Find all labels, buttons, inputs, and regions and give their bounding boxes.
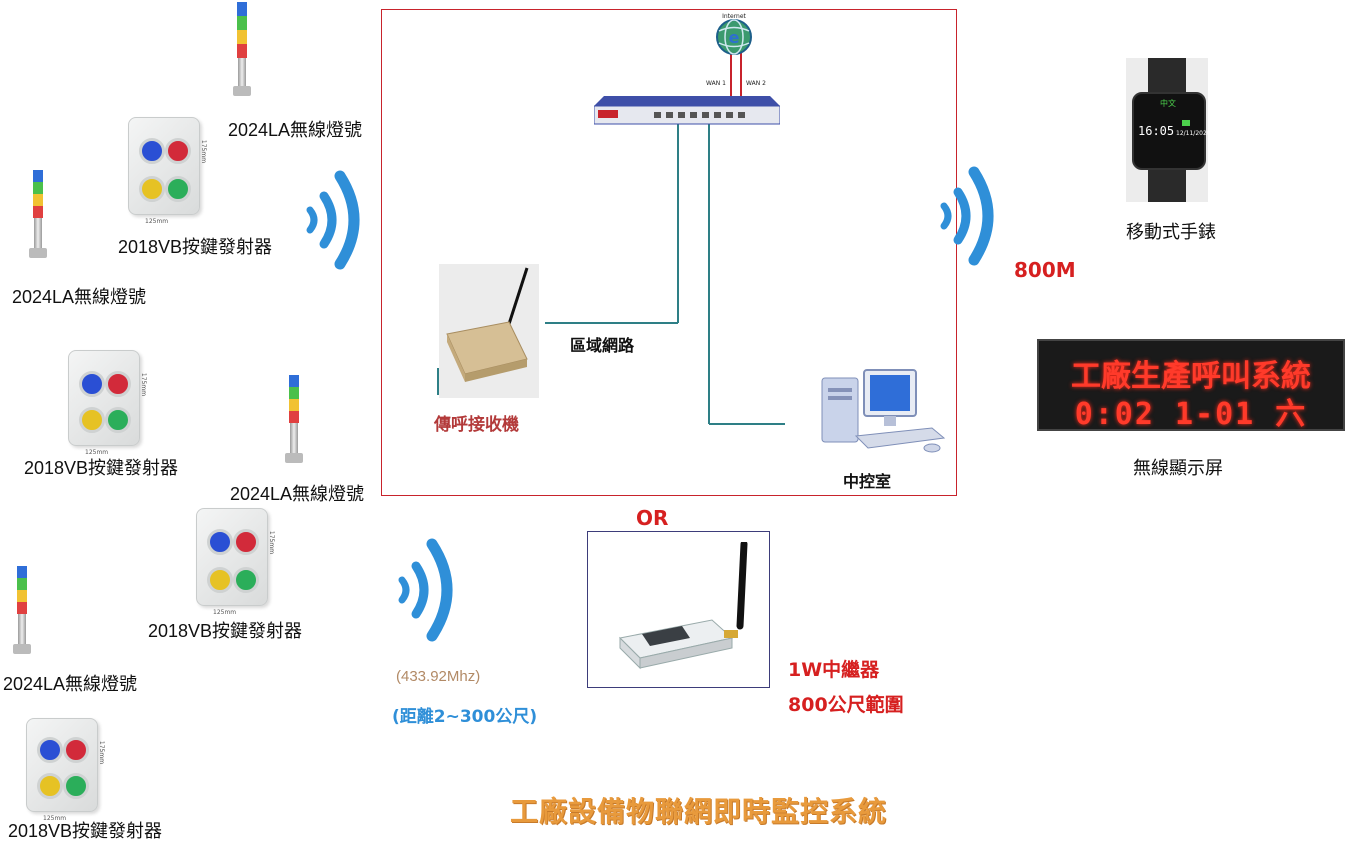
signal-tower-4 xyxy=(10,566,34,654)
button-box-4: 125mm 175mm xyxy=(26,718,105,822)
watch-label: 移動式手錶 xyxy=(1126,222,1216,242)
router-device: WAN 1 WAN 2 xyxy=(593,80,781,126)
internet-globe-icon: Internet e xyxy=(714,10,754,56)
wan1-label: WAN 1 xyxy=(706,80,726,87)
box-width-label: 125mm xyxy=(85,449,109,456)
watch-date: 12/11/2020 xyxy=(1176,130,1211,137)
box-label-1: 2018VB按鍵發射器 xyxy=(118,237,273,257)
repeater-label-1: 1W中繼器 xyxy=(788,659,880,681)
svg-text:e: e xyxy=(729,28,740,47)
signal-tower-1 xyxy=(230,2,254,96)
repeater-device xyxy=(612,540,752,672)
receiver-device xyxy=(439,264,539,398)
box-height-label: 175mm xyxy=(199,139,207,164)
freq-433-label: (433.92Mhz) xyxy=(396,668,481,685)
repeater-frame xyxy=(587,531,770,688)
button-box-2: 125mm 175mm xyxy=(68,350,147,456)
led-line-2: 0:02 1-01 六 xyxy=(1074,397,1308,432)
tower-label-4: 2024LA無線燈號 xyxy=(3,674,138,694)
wireless-signal-icon xyxy=(934,164,1006,272)
repeater-label-2: 800公尺範圍 xyxy=(788,694,904,716)
control-room-label: 中控室 xyxy=(843,472,892,491)
led-display-panel: 工廠生產呼叫系統 0:02 1-01 六 xyxy=(1037,339,1345,432)
box-label-4: 2018VB按鍵發射器 xyxy=(8,821,163,841)
network-frame xyxy=(381,9,957,496)
wireless-signal-icon xyxy=(296,166,368,274)
box-label-2: 2018VB按鍵發射器 xyxy=(24,458,179,478)
receiver-label: 傳呼接收機 xyxy=(434,415,519,435)
page-title: 工廠設備物聯網即時監控系統 xyxy=(510,795,888,828)
box-width-label: 125mm xyxy=(213,609,237,616)
signal-tower-2 xyxy=(26,170,50,258)
led-line-1: 工廠生產呼叫系統 xyxy=(1071,359,1311,394)
box-width-label: 125mm xyxy=(43,815,67,822)
watch-top-text: 中文 xyxy=(1160,99,1176,108)
box-height-label: 175mm xyxy=(139,372,147,397)
internet-label: Internet xyxy=(722,13,746,20)
or-label: OR xyxy=(636,506,669,530)
freq-800-label: 800M xyxy=(1014,258,1076,282)
box-height-label: 175mm xyxy=(97,740,105,765)
lan-label: 區域網路 xyxy=(570,336,635,355)
signal-tower-3 xyxy=(282,375,306,463)
wan2-label: WAN 2 xyxy=(746,80,766,87)
battery-icon xyxy=(1182,120,1190,126)
box-height-label: 175mm xyxy=(267,530,275,555)
smartwatch-icon: 中文 16:05 12/11/2020 xyxy=(1126,58,1211,202)
computer-icon xyxy=(820,366,946,462)
watch-time: 16:05 xyxy=(1138,124,1175,138)
tower-label-2: 2024LA無線燈號 xyxy=(12,287,147,307)
button-box-1: 125mm 175mm xyxy=(128,117,207,225)
box-label-3: 2018VB按鍵發射器 xyxy=(148,621,303,641)
button-box-3: 125mm 175mm xyxy=(196,508,275,616)
tower-label-1: 2024LA無線燈號 xyxy=(228,120,363,140)
box-width-label: 125mm xyxy=(145,218,169,225)
distance-label: (距離2~300公尺) xyxy=(392,707,538,727)
display-label: 無線顯示屏 xyxy=(1133,458,1223,478)
tower-label-3: 2024LA無線燈號 xyxy=(230,484,365,504)
wireless-signal-icon xyxy=(392,536,466,646)
